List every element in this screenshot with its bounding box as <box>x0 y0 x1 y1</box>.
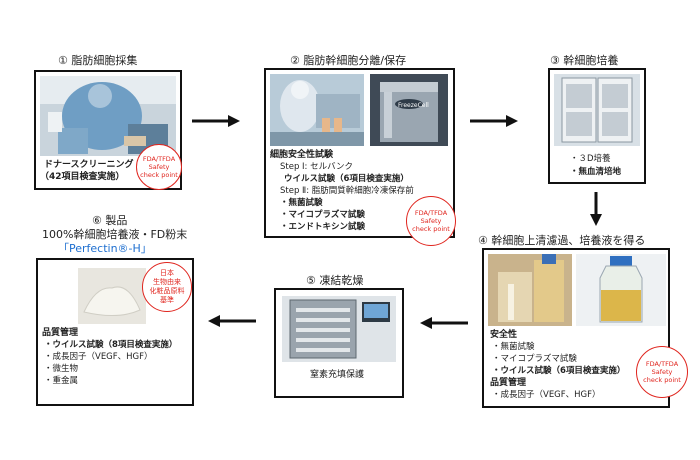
step3-item: ・無血清培地 <box>570 167 622 177</box>
filtration-photo <box>488 254 572 326</box>
step6-item: ・ウイルス試験（8項目検査実施） <box>44 340 178 350</box>
stamp-line: 日本 <box>160 269 174 277</box>
step2-step1-label: Step Ⅰ: セルバンク <box>280 162 354 172</box>
lab-photo <box>270 74 364 146</box>
step6-subtitle: 100%幹細胞培養液・FD粉末 <box>42 228 188 241</box>
step6-quality-heading: 品質管理 <box>42 328 79 338</box>
freezer-tank-label: FreezeCell <box>398 102 429 109</box>
step2-step1-item: ウイルス試験（6項目検査実施） <box>284 174 409 184</box>
stamp-line: 基準 <box>160 296 174 304</box>
step5-box: 窒素充填保護 <box>274 288 404 398</box>
step4-safety-heading: 安全性 <box>490 330 518 340</box>
step4-quality-item: ・成長因子（VEGF、HGF） <box>492 390 601 400</box>
step1-line-1: ドナースクリーニング <box>44 160 134 170</box>
step2-item: ・マイコプラズマ試験 <box>280 210 365 220</box>
step4-safety-item: ・無菌試験 <box>492 342 535 352</box>
step4-title: ④ 幹細胞上清濾過、培養液を得る <box>478 234 646 247</box>
stamp-line: FDA/TFDA <box>142 155 176 163</box>
medium-bottle-photo <box>576 254 666 326</box>
product-name: 「Perfectin®-H」 <box>58 242 152 255</box>
powder-photo <box>78 268 146 324</box>
arrow-down <box>590 192 602 226</box>
step2-item: ・エンドトキシン試験 <box>280 222 366 232</box>
step6-item: ・重金属 <box>44 376 79 386</box>
step4-quality-heading: 品質管理 <box>490 378 527 388</box>
step5-title: ⑤ 凍結乾燥 <box>306 274 364 287</box>
arrow-right-1 <box>192 115 240 127</box>
stamp-line: Safety <box>651 368 673 376</box>
step2-item: ・無菌試験 <box>280 198 323 208</box>
step6-item: ・成長因子（VEGF、HGF） <box>44 352 153 362</box>
japan-standard-stamp: 日本 生物由来 化粧品原料 基準 <box>142 262 192 312</box>
stamp-line: Safety <box>420 217 442 225</box>
arrow-left-2 <box>208 315 256 327</box>
freezer-tank-photo: FreezeCell <box>370 74 448 146</box>
stamp-line: Safety <box>148 163 170 171</box>
step6-item: ・微生物 <box>44 364 79 374</box>
step3-item: ・３D培養 <box>570 154 611 164</box>
step4-safety-item: ・ウイルス試験（6項目検査実施） <box>492 366 626 376</box>
step2-title: ② 脂肪幹細胞分離/保存 <box>290 54 407 67</box>
step5-caption: 窒素充填保護 <box>310 370 365 380</box>
stamp-line: check point <box>140 171 178 179</box>
fda-stamp-1: FDA/TFDA Safety check point <box>136 144 182 190</box>
surgery-photo <box>40 76 176 156</box>
step1-box: ドナースクリーニング （42項目検査実施） FDA/TFDA Safety ch… <box>34 70 182 190</box>
stamp-line: check point <box>643 376 681 384</box>
step6-title: ⑥ 製品 <box>92 214 128 227</box>
step1-title: ① 脂肪細胞採集 <box>58 54 138 67</box>
step3-box: ・３D培養 ・無血清培地 <box>548 68 646 184</box>
fda-stamp-4: FDA/TFDA Safety check point <box>636 346 688 398</box>
fda-stamp-2: FDA/TFDA Safety check point <box>406 196 456 246</box>
incubator-photo <box>554 74 640 146</box>
stamp-line: 生物由来 <box>153 278 181 286</box>
step2-heading: 細胞安全性試験 <box>270 150 334 160</box>
arrow-right-2 <box>470 115 518 127</box>
freeze-dryer-photo <box>282 296 396 362</box>
stamp-line: FDA/TFDA <box>414 209 448 217</box>
stamp-line: 化粧品原料 <box>149 287 185 295</box>
step2-step2-label: Step Ⅱ: 脂肪間質幹細胞冷凍保存前 <box>280 186 414 196</box>
step4-safety-item: ・マイコプラズマ試験 <box>492 354 577 364</box>
step3-title: ③ 幹細胞培養 <box>550 54 619 67</box>
step1-line-2: （42項目検査実施） <box>40 172 125 182</box>
stamp-line: check point <box>412 225 450 233</box>
arrow-left-1 <box>420 317 468 329</box>
stamp-line: FDA/TFDA <box>645 360 679 368</box>
